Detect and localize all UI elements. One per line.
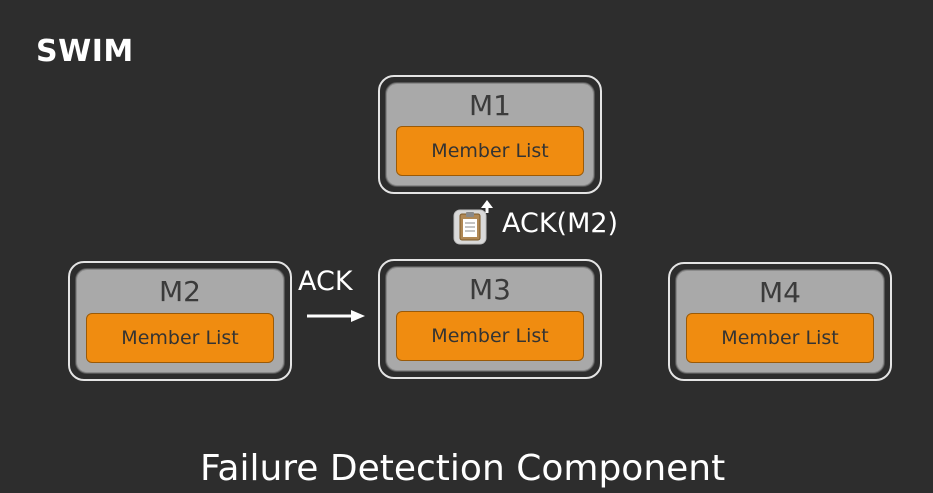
node-m3: M3 Member List: [378, 259, 602, 379]
node-body: M3 Member List: [385, 266, 595, 372]
node-body: M2 Member List: [75, 268, 285, 374]
node-label: M3: [469, 273, 511, 306]
slide-title: SWIM: [36, 34, 134, 69]
node-label: M4: [759, 276, 801, 309]
node-label: M2: [159, 275, 201, 308]
member-list: Member List: [86, 313, 274, 363]
node-body: M1 Member List: [385, 82, 595, 187]
slide-caption: Failure Detection Component: [200, 448, 726, 489]
node-body: M4 Member List: [675, 269, 885, 374]
node-m4: M4 Member List: [668, 262, 892, 381]
member-list: Member List: [396, 311, 584, 361]
right-arrow-icon: [307, 310, 365, 322]
node-m1: M1 Member List: [378, 75, 602, 194]
member-list: Member List: [686, 313, 874, 363]
clipboard-icon: [453, 200, 493, 245]
node-label: M1: [469, 89, 511, 122]
ack-m2-label: ACK(M2): [502, 208, 619, 239]
member-list: Member List: [396, 126, 584, 176]
ack-label: ACK: [298, 266, 353, 297]
node-m2: M2 Member List: [68, 261, 292, 381]
